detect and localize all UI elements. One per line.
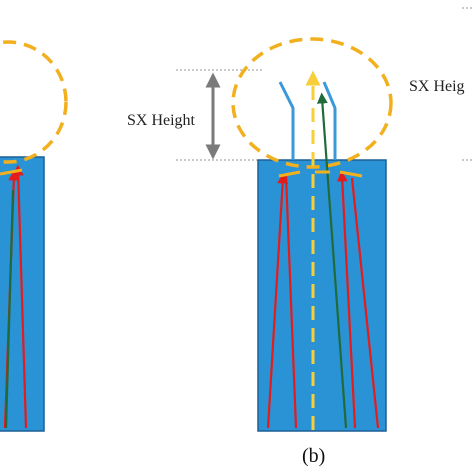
ray-b-red-2 xyxy=(284,175,298,429)
tip-marker-left xyxy=(0,168,23,176)
panel-b: SX Height (b) xyxy=(127,37,393,467)
ray-left-red-2 xyxy=(12,164,28,429)
ray-b-red-4 xyxy=(350,177,380,429)
tip-marker-b-right xyxy=(339,170,363,178)
fiber-tip-outline-right xyxy=(322,81,337,160)
halo-left xyxy=(0,40,68,164)
ray-b-green xyxy=(316,92,348,429)
ray-b-red-1 xyxy=(266,172,289,429)
sx-height-label: SX Height xyxy=(127,112,196,129)
panel-b-label: (b) xyxy=(302,445,325,467)
ray-b-red-3 xyxy=(336,170,357,429)
panel-left xyxy=(0,40,68,432)
sx-height-label-right: SX Heig xyxy=(409,78,465,95)
panel-right: SX Heig xyxy=(409,7,474,161)
tip-marker-b-left xyxy=(278,170,301,178)
fiber-body-b xyxy=(257,159,387,432)
fiber-tip-outline xyxy=(278,81,295,160)
halo-b xyxy=(231,37,393,169)
ray-left-green xyxy=(4,189,15,429)
